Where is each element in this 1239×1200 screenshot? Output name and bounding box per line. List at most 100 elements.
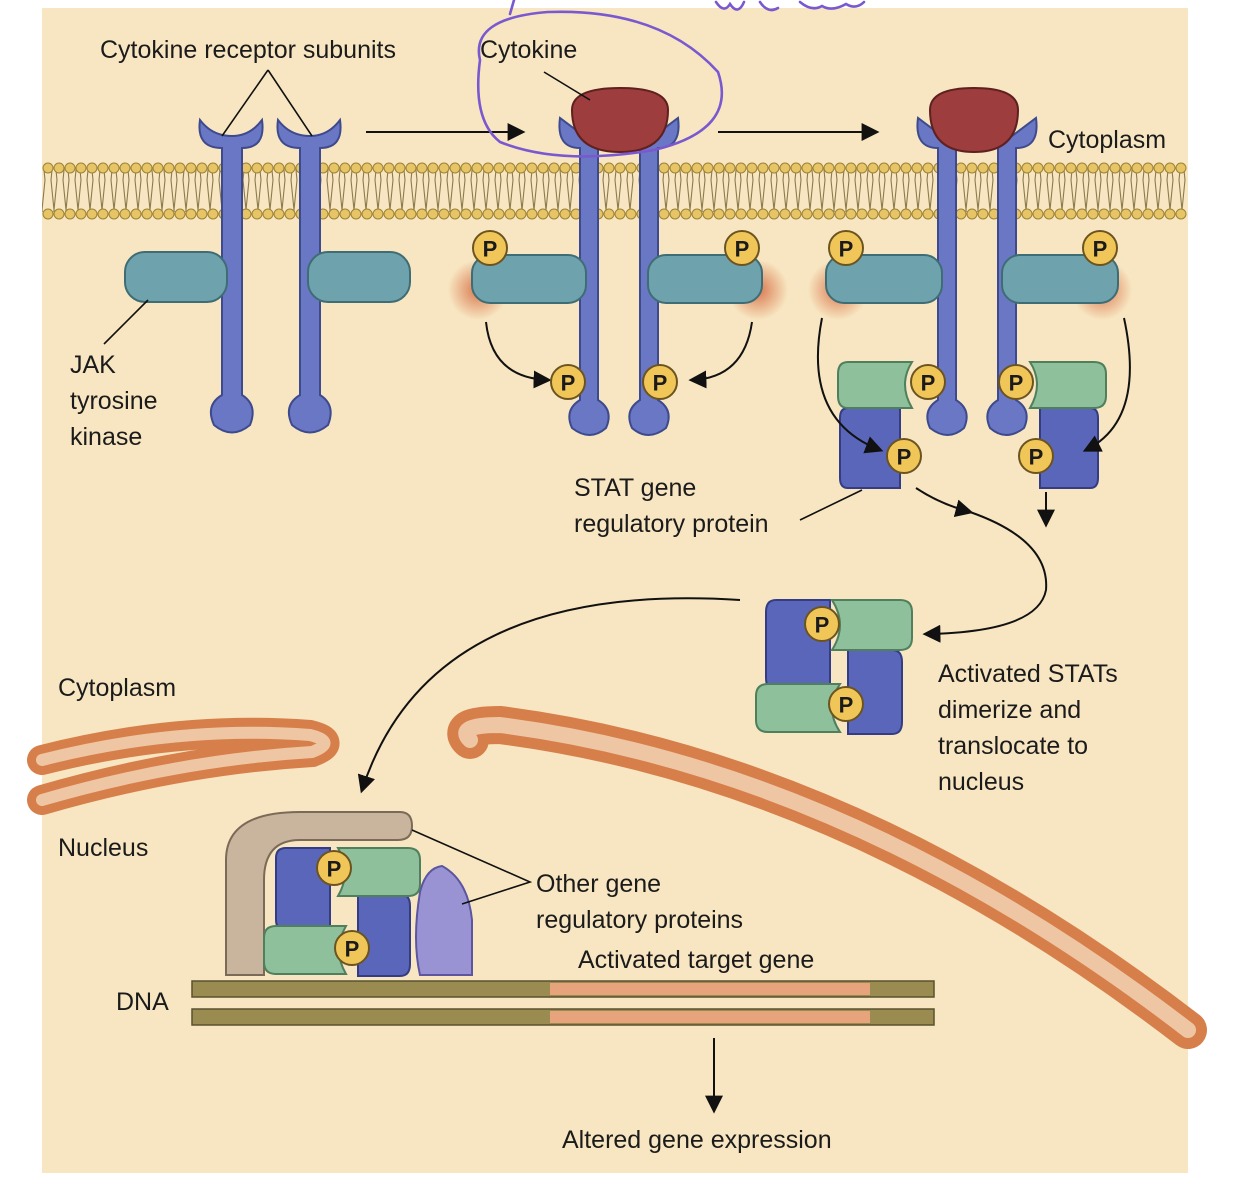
jak-kinase-right (307, 251, 411, 303)
lipid-head (1142, 162, 1154, 174)
lipid-head (735, 208, 747, 220)
lipid-head (1098, 162, 1110, 174)
lipid-head (889, 162, 901, 174)
phosphate-label: P (897, 445, 912, 470)
lipid-head (614, 162, 626, 174)
lipid-head (823, 208, 835, 220)
lipid-head (537, 208, 549, 220)
lipid-head (966, 208, 978, 220)
phosphate-icon: P (804, 606, 840, 642)
jak-label: JAK tyrosine kinase (70, 351, 165, 451)
lipid-head (493, 208, 505, 220)
phosphate-icon: P (1018, 438, 1054, 474)
lipid-head (746, 162, 758, 174)
lipid-head (1109, 162, 1121, 174)
lipid-head (911, 162, 923, 174)
lipid-head (251, 208, 263, 220)
lipid-head (966, 162, 978, 174)
lipid-head (977, 208, 989, 220)
lipid-head (394, 162, 406, 174)
dna-double-strand (191, 980, 935, 1026)
lipid-head (504, 162, 516, 174)
phosphate-label: P (653, 371, 668, 396)
jak-label-line: JAK (70, 351, 116, 379)
phosphate-label: P (839, 693, 854, 718)
lipid-head (955, 162, 967, 174)
lipid-head (163, 162, 175, 174)
lipid-head (691, 162, 703, 174)
lipid-head (361, 208, 373, 220)
lipid-head (922, 162, 934, 174)
lipid-head (1153, 162, 1165, 174)
lipid-head (548, 208, 560, 220)
jak-kinase-2-left (471, 254, 587, 304)
other-proteins-label-line: Other gene (536, 870, 661, 898)
lipid-head (559, 162, 571, 174)
lipid-head (471, 208, 483, 220)
lipid-head (1131, 208, 1143, 220)
lipid-head (427, 162, 439, 174)
lipid-head (42, 162, 54, 174)
lipid-head (977, 162, 989, 174)
lipid-head (416, 162, 428, 174)
lipid-head (614, 208, 626, 220)
leader-cytokine (543, 71, 591, 101)
lipid-head (812, 162, 824, 174)
arrow-stat-phosphorylation (1082, 317, 1131, 452)
jak-kinase-2-right (647, 254, 763, 304)
lipid-head (438, 208, 450, 220)
lipid-head (900, 162, 912, 174)
lipid-head (504, 208, 516, 220)
lipid-head (823, 162, 835, 174)
receptor-subunits-label: Cytokine receptor subunits (100, 36, 396, 64)
lipid-head (1043, 208, 1055, 220)
lipid-head (724, 162, 736, 174)
arrow-translocate (357, 597, 741, 794)
lipid-head (867, 162, 879, 174)
lipid-head (1021, 208, 1033, 220)
lipid-head (801, 208, 813, 220)
target-gene-region (550, 983, 870, 995)
lipid-head (801, 162, 813, 174)
phosphate-icon: P (1082, 230, 1118, 266)
phosphate-label: P (1093, 237, 1108, 262)
lipid-head (834, 208, 846, 220)
lipid-head (669, 208, 681, 220)
lipid-head (1032, 162, 1044, 174)
lipid-head (1032, 208, 1044, 220)
cytoplasm-mid-label: Cytoplasm (58, 674, 176, 702)
lipid-head (174, 208, 186, 220)
lipid-head (691, 208, 703, 220)
altered-expression-label: Altered gene expression (562, 1126, 832, 1154)
arrow-dimerize (922, 511, 1048, 643)
lipid-head (449, 208, 461, 220)
lipid-head (603, 162, 615, 174)
lipid-head (1087, 162, 1099, 174)
lipid-head (1120, 162, 1132, 174)
lipid-head (328, 162, 340, 174)
activated-stats-label-line: nucleus (938, 768, 1024, 796)
lipid-head (328, 208, 340, 220)
other-proteins-label: Other gene regulatory proteins (536, 870, 743, 934)
nuclear-envelope (27, 705, 1207, 1049)
handwritten-annotation (476, 0, 866, 158)
activated-stats-label-line: dimerize and (938, 696, 1081, 724)
lipid-head (768, 208, 780, 220)
lipid-head (405, 162, 417, 174)
lipid-head (1164, 162, 1176, 174)
lipid-head (262, 208, 274, 220)
lipid-head (757, 208, 769, 220)
phosphate-icon: P (550, 364, 586, 400)
lipid-head (1021, 162, 1033, 174)
lipid-head (482, 208, 494, 220)
other-proteins-label-line: regulatory proteins (536, 906, 743, 934)
lipid-head (75, 162, 87, 174)
cytoplasm-top-label: Cytoplasm (1048, 126, 1166, 154)
lipid-head (658, 208, 670, 220)
target-gene-label: Activated target gene (578, 946, 814, 974)
lipid-head (42, 208, 54, 220)
phosphate-icon: P (828, 230, 864, 266)
jak-kinase-left (124, 251, 228, 303)
lipid-head (845, 162, 857, 174)
phosphate-icon: P (886, 438, 922, 474)
